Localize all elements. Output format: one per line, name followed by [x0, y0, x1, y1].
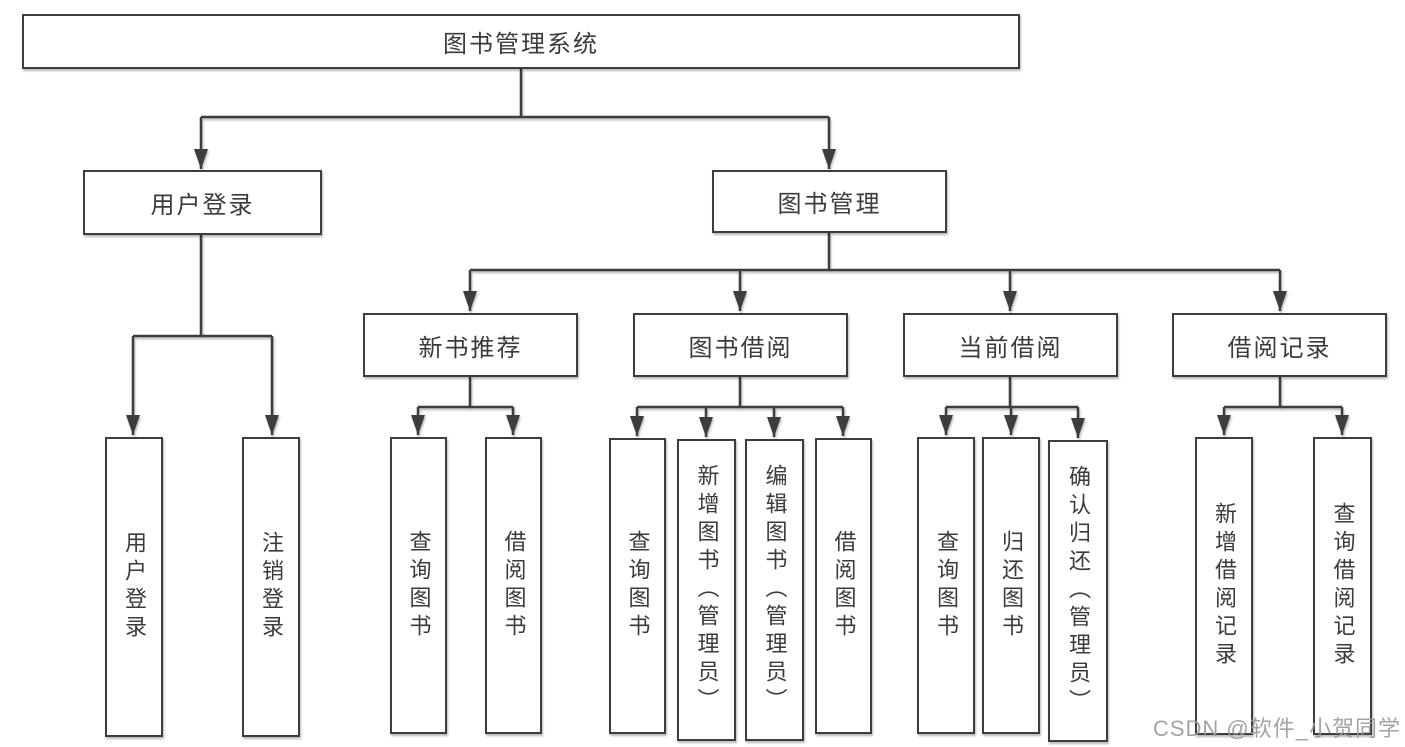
node-label: 图书借阅 [688, 334, 793, 362]
node-label: 新书推荐 [418, 334, 523, 362]
leaf-cb-confirm-return-admin: 确认归还（管理员） [1048, 440, 1108, 742]
leaf-nbr-borrow-books: 借阅图书 [485, 437, 542, 734]
connector-bb-split [637, 377, 843, 409]
leaf-cb-return-books: 归还图书 [982, 437, 1040, 734]
leaf-br-query-record: 查询借阅记录 [1313, 437, 1372, 735]
connector-user-login-split [133, 235, 272, 338]
leaf-bb-borrow-books: 借阅图书 [815, 438, 872, 734]
node-label: 用户登录 [122, 531, 147, 643]
node-label: 查询图书 [934, 529, 959, 642]
csdn-watermark: CSDN @软件_小贺同学 [1152, 716, 1401, 741]
connector-cb-split [946, 377, 1078, 409]
node-borrowing-records: 借阅记录 [1172, 313, 1387, 377]
node-label: 图书管理 [777, 191, 882, 218]
leaf-cb-query-books: 查询图书 [917, 437, 975, 734]
node-label: 编辑图书（管理员） [762, 464, 788, 716]
node-label: 当前借阅 [958, 334, 1063, 362]
node-label: 查询图书 [406, 529, 432, 642]
node-label: 图书管理系统 [443, 31, 599, 58]
leaf-logout: 注销登录 [242, 437, 300, 737]
node-label: 查询图书 [625, 530, 651, 642]
node-new-book-recommendation: 新书推荐 [363, 313, 578, 377]
node-label: 借阅图书 [501, 529, 527, 642]
leaf-br-add-record: 新增借阅记录 [1195, 437, 1253, 735]
node-label: 借阅记录 [1227, 334, 1332, 362]
node-current-borrowing: 当前借阅 [903, 313, 1118, 377]
connector-book-management-split [470, 233, 1280, 272]
node-user-login: 用户登录 [83, 170, 322, 235]
connector-nbr-split [418, 377, 513, 409]
leaf-bb-add-books-admin: 新增图书（管理员） [677, 439, 736, 741]
node-book-management: 图书管理 [712, 170, 947, 233]
node-label: 借阅图书 [831, 530, 857, 642]
node-label: 查询借阅记录 [1330, 502, 1356, 670]
node-label: 新增图书（管理员） [694, 464, 720, 716]
node-label: 新增借阅记录 [1212, 502, 1237, 670]
node-label: 归还图书 [999, 529, 1024, 642]
node-book-borrowing: 图书借阅 [633, 313, 848, 377]
leaf-bb-query-books: 查询图书 [609, 438, 666, 734]
node-library-system: 图书管理系统 [22, 14, 1020, 69]
leaf-bb-edit-books-admin: 编辑图书（管理员） [745, 439, 804, 741]
node-label: 注销登录 [259, 531, 284, 643]
leaf-user-login: 用户登录 [105, 437, 163, 737]
node-label: 用户登录 [150, 192, 255, 219]
node-label: 确认归还（管理员） [1066, 465, 1091, 717]
connector-br-split [1224, 377, 1342, 409]
leaf-nbr-query-books: 查询图书 [390, 437, 447, 734]
